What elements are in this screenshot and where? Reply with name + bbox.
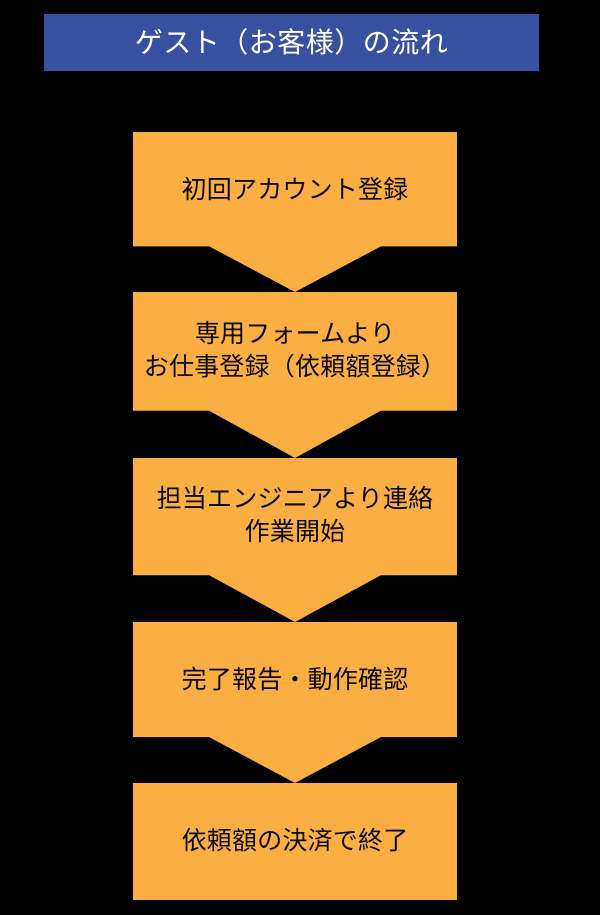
flow-step-3-label: 担当エンジニアより連絡 作業開始 <box>156 485 434 546</box>
flow-step-5-label: 依頼額の決済で終了 <box>181 827 409 855</box>
flow-step-3: 担当エンジニアより連絡 作業開始 <box>133 458 457 622</box>
flow-step-1-label: 初回アカウント登録 <box>181 175 409 204</box>
flow-step-2-label: 専用フォームより お仕事登録（依頼額登録） <box>143 320 447 381</box>
flowchart-title-text: ゲスト（お客様）の流れ <box>134 26 449 58</box>
flowchart-title-banner: ゲスト（お客様）の流れ <box>44 14 539 71</box>
flow-step-1: 初回アカウント登録 <box>133 132 457 292</box>
flow-step-4: 完了報告・動作確認 <box>133 622 457 783</box>
flow-step-4-label: 完了報告・動作確認 <box>181 666 409 694</box>
flow-step-2: 専用フォームより お仕事登録（依頼額登録） <box>133 292 457 458</box>
flow-step-5: 依頼額の決済で終了 <box>133 783 457 900</box>
